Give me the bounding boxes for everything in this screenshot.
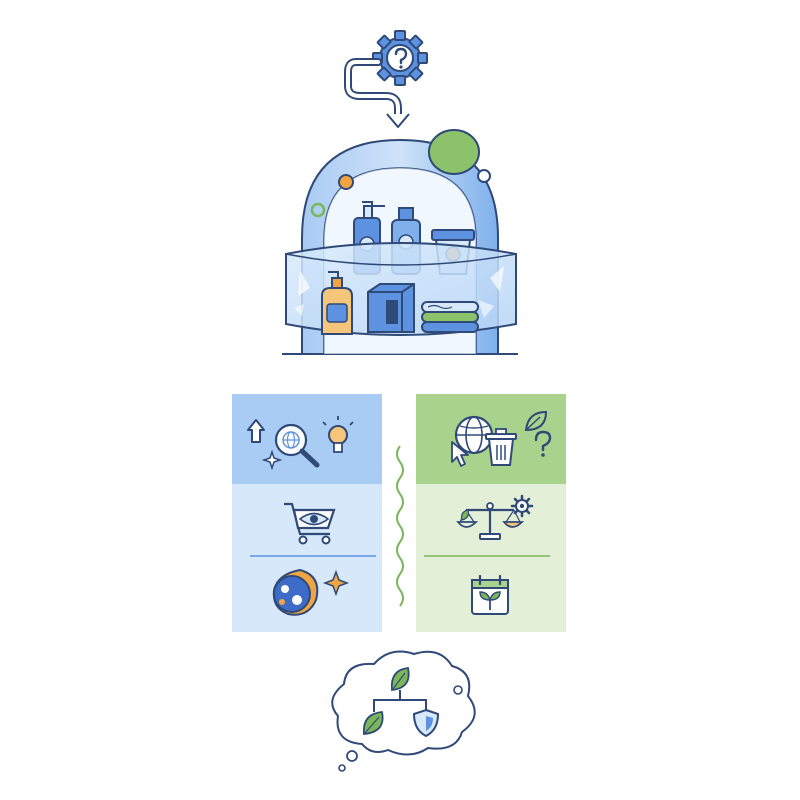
leaf-question-icon: [524, 410, 552, 457]
small-gear-icon: [510, 494, 534, 518]
globe-flame-icon: [272, 568, 319, 616]
leaf-icon: [362, 667, 410, 735]
upload-arrow-icon: [247, 419, 265, 443]
gear-question-icon: [372, 30, 428, 86]
curved-down-arrow-icon: [344, 58, 410, 128]
magnifier-globe-icon: [274, 423, 320, 468]
calendar-sprout-icon: [471, 574, 509, 615]
star-sparkle-icon: [322, 569, 350, 597]
balance-scale-icon: [456, 502, 525, 540]
soap-dispenser-icon: [321, 271, 353, 335]
sparkle-icon: [261, 449, 283, 471]
shield-icon: [412, 708, 440, 738]
box-icon: [367, 283, 415, 333]
trash-bin-icon: [485, 428, 517, 466]
globe-cursor-icon: [451, 415, 494, 467]
green-blob: [428, 129, 480, 175]
orange-dot: [338, 174, 354, 190]
hierarchy-icon: [373, 690, 427, 712]
shopping-cart-eye-icon: [284, 502, 336, 545]
lightbulb-icon: [322, 416, 354, 453]
green-ring: [310, 202, 326, 218]
squiggle-connector: [396, 445, 404, 607]
small-ring: [477, 169, 491, 183]
folded-towels-icon: [421, 301, 479, 333]
